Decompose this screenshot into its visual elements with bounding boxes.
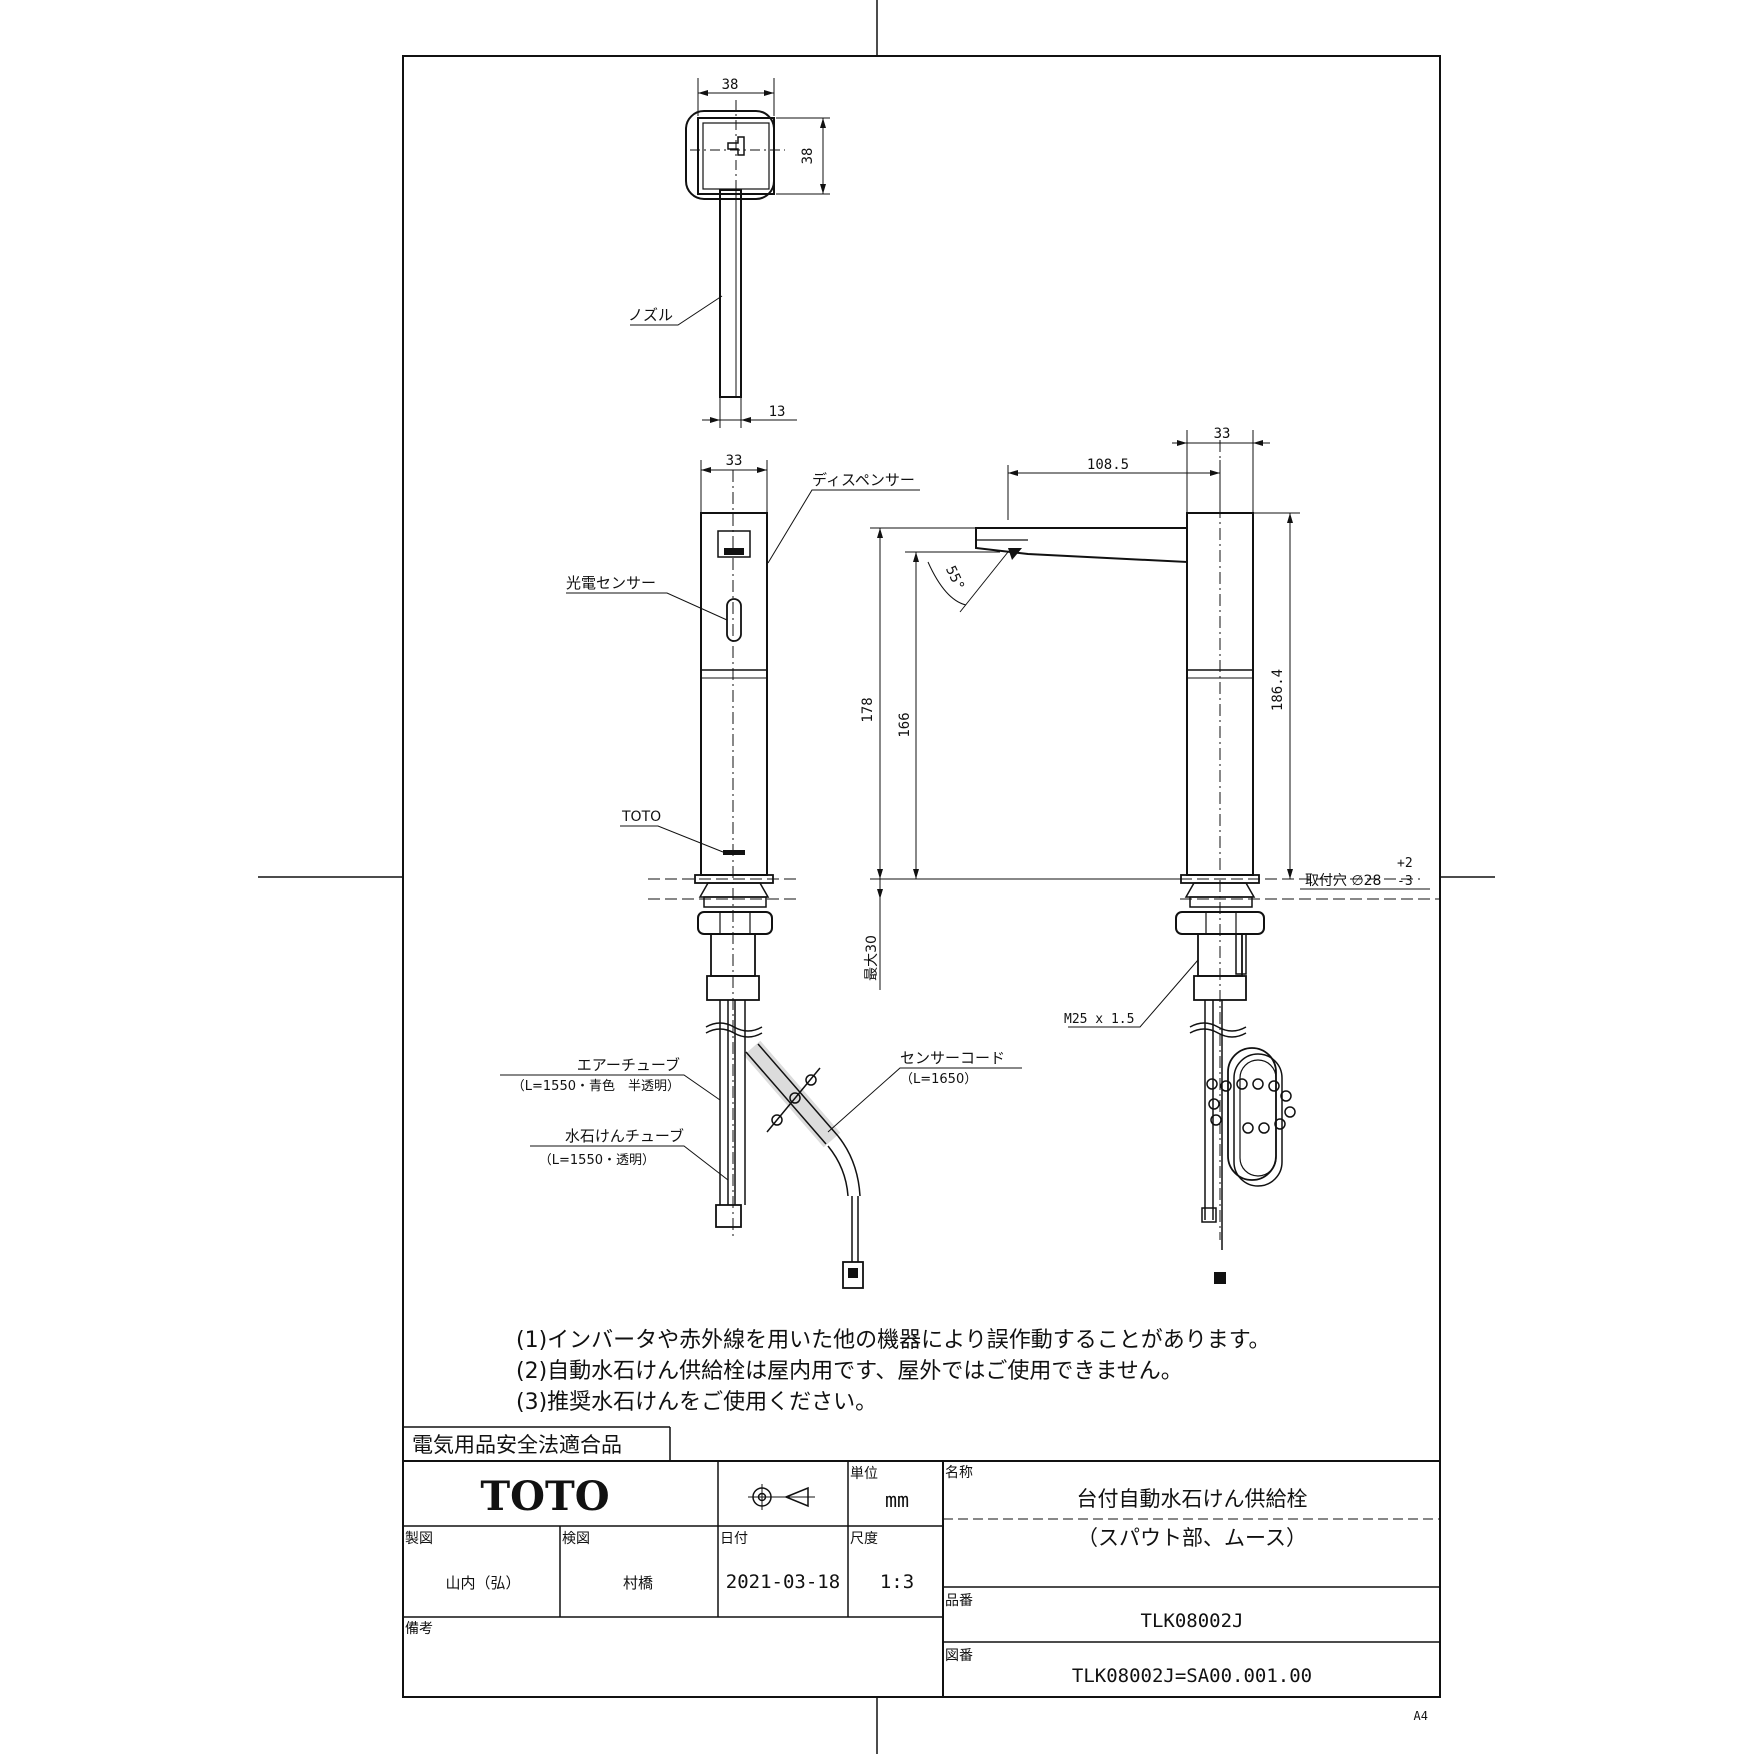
label-dispenser: ディスペンサー <box>812 471 915 489</box>
title-block: 電気用品安全法適合品 TOTO 単位 mm 名称 台付自動水石けん供給栓 （スパ… <box>403 1426 1440 1697</box>
label-nozzle: ノズル <box>628 306 673 324</box>
date-value: 2021-03-18 <box>726 1571 840 1593</box>
dim-tol-plus: +2 <box>1397 856 1413 871</box>
sheet-size: A4 <box>1414 1709 1428 1723</box>
dim-angle: 55° <box>942 563 967 593</box>
label-air-tube: エアーチューブ <box>577 1056 680 1074</box>
dim-height-178: 178 <box>860 697 876 722</box>
dim-thread: M25 x 1.5 <box>1064 1012 1134 1027</box>
label-sensor: 光電センサー <box>566 574 656 592</box>
drawing-value: TLK08002J=SA00.001.00 <box>1072 1665 1312 1687</box>
sensor-cord <box>743 1040 864 1289</box>
drawing-frame <box>402 55 1441 1698</box>
top-view: 38 38 13 ノズル <box>628 77 830 428</box>
toto-logo: TOTO <box>480 1473 609 1520</box>
remarks-label: 備考 <box>405 1621 433 1637</box>
part-label: 品番 <box>945 1593 973 1609</box>
front-view: 33 ディスペンサー 光電センサー TOTO エアーチューブ （L=1550・青… <box>500 453 1022 1289</box>
notes: (1)インバータや赤外線を用いた他の機器により誤作動することがあります。 (2)… <box>516 1328 1271 1415</box>
checked-value: 村橋 <box>623 1574 653 1592</box>
drawing-label: 図番 <box>945 1648 973 1664</box>
coiled-cord <box>1206 1047 1296 1187</box>
center-marks <box>258 0 1495 1754</box>
note-2: (2)自動水石けん供給栓は屋内用です、屋外ではご使用できません。 <box>516 1359 1183 1384</box>
label-soap-tube: 水石けんチューブ <box>565 1127 684 1145</box>
drawn-label: 製図 <box>405 1531 433 1547</box>
label-sensor-cord: センサーコード <box>900 1049 1005 1067</box>
certification-label: 電気用品安全法適合品 <box>412 1433 622 1457</box>
dim-max-thickness: 最大30 <box>864 935 880 981</box>
label-sensor-cord-spec: （L=1650） <box>900 1072 977 1087</box>
scale-value: 1:3 <box>880 1571 914 1593</box>
part-value: TLK08002J <box>1141 1610 1244 1632</box>
toto-mark-front <box>723 850 745 855</box>
unit-value: mm <box>885 1488 909 1512</box>
label-soap-tube-spec: （L=1550・透明） <box>539 1153 655 1168</box>
note-3: (3)推奨水石けんをご使用ください。 <box>516 1390 877 1415</box>
name-line-1: 台付自動水石けん供給栓 <box>1077 1487 1308 1511</box>
date-label: 日付 <box>720 1531 748 1547</box>
dim-side-width: 33 <box>1214 426 1231 442</box>
dim-spout-reach: 108.5 <box>1087 457 1129 473</box>
dim-front-width: 33 <box>726 453 743 469</box>
label-air-tube-spec: （L=1550・青色 半透明） <box>512 1078 680 1094</box>
dim-nozzle-width: 13 <box>769 404 786 420</box>
scale-label: 尺度 <box>850 1531 878 1547</box>
dim-height-186: 186.4 <box>1270 669 1286 711</box>
dim-height-166: 166 <box>897 712 913 737</box>
dim-top-width: 38 <box>722 77 739 93</box>
checked-label: 検図 <box>562 1531 590 1547</box>
unit-label: 単位 <box>850 1466 878 1482</box>
label-toto-mark: TOTO <box>621 809 661 825</box>
name-label: 名称 <box>945 1465 973 1481</box>
projection-symbol-icon <box>748 1484 815 1510</box>
side-view: 108.5 33 178 166 186.4 55° 最大30 取付穴 ∅28 <box>860 426 1440 1284</box>
dim-mount-hole: 取付穴 ∅28 <box>1305 873 1381 889</box>
dim-top-height: 38 <box>800 148 816 165</box>
name-line-2: （スパウト部、ムース） <box>1077 1526 1307 1550</box>
note-1: (1)インバータや赤外線を用いた他の機器により誤作動することがあります。 <box>516 1328 1271 1353</box>
drawn-value: 山内（弘） <box>445 1574 520 1592</box>
dim-tol-minus: -3 <box>1397 874 1413 889</box>
